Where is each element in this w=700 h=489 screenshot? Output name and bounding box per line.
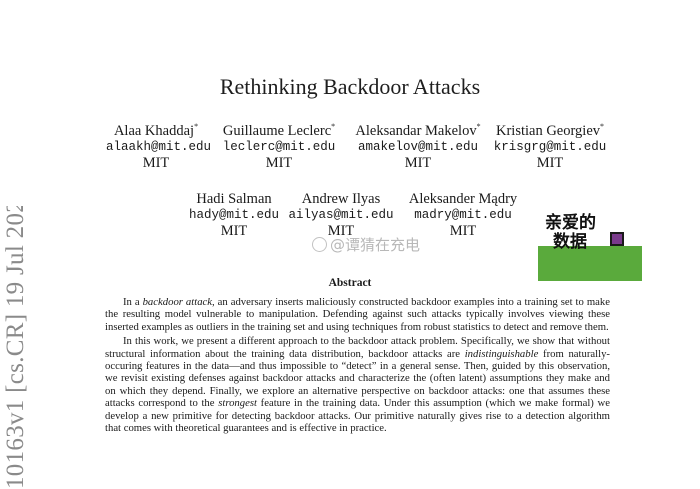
abstract-body: In a backdoor attack, an adversary inser… <box>105 296 610 436</box>
author-email: krisgrg@mit.edu <box>493 140 607 154</box>
author-affiliation: MIT <box>327 223 355 239</box>
author-salman: Hadi Salman hady@mit.edu MIT <box>182 191 286 240</box>
author-georgiev: Kristian Georgiev* krisgrg@mit.edu MIT <box>490 123 610 172</box>
abstract-paragraph-1: In a backdoor attack, an adversary inser… <box>105 296 610 333</box>
author-affiliation: MIT <box>536 155 564 171</box>
author-name: Andrew Ilyas <box>301 191 381 207</box>
author-khaddaj: Alaa Khaddaj* alaakh@mit.edu MIT <box>106 122 212 172</box>
author-madry: Aleksander Mądry madry@mit.edu MIT <box>398 191 528 240</box>
author-affiliation: MIT <box>449 223 477 239</box>
sticker-green-block <box>538 246 642 281</box>
author-makelov: Aleksandar Makelov* amakelov@mit.edu MIT <box>350 123 486 172</box>
weibo-logo-icon <box>312 237 327 252</box>
arxiv-identifier: 10163v1 [cs.CR] 19 Jul 2023 <box>0 206 38 489</box>
abstract-paragraph-2: In this work, we present a different app… <box>105 335 610 435</box>
author-email: ailyas@mit.edu <box>288 208 394 222</box>
author-affiliation: MIT <box>265 155 293 171</box>
author-name: Alaa Khaddaj* <box>113 122 199 139</box>
author-email: amakelov@mit.edu <box>357 140 479 154</box>
author-name: Hadi Salman <box>196 191 272 207</box>
sticker-text-line1: 亲爱的 <box>545 213 596 233</box>
sticker-text-line2: 数据 <box>553 232 587 252</box>
author-email: madry@mit.edu <box>414 208 512 222</box>
author-email: leclerc@mit.edu <box>222 140 336 154</box>
arxiv-identifier-text: 10163v1 [cs.CR] 19 Jul 2023 <box>2 206 29 489</box>
cube-icon <box>610 232 624 246</box>
author-name: Aleksandar Makelov* <box>355 122 481 139</box>
author-affiliation: MIT <box>404 155 432 171</box>
abstract-heading: Abstract <box>328 277 372 289</box>
author-email: hady@mit.edu <box>188 208 279 222</box>
author-name: Guillaume Leclerc* <box>222 122 336 139</box>
sticker-overlay: 亲爱的 数据 <box>536 206 642 281</box>
paper-title: Rethinking Backdoor Attacks <box>219 74 481 99</box>
author-ilyas: Andrew Ilyas ailyas@mit.edu MIT <box>288 191 394 240</box>
author-email: alaakh@mit.edu <box>106 140 212 154</box>
author-affiliation: MIT <box>220 223 248 239</box>
weibo-watermark: @谭猜在充电 <box>312 234 420 255</box>
author-leclerc: Guillaume Leclerc* leclerc@mit.edu MIT <box>216 123 342 172</box>
watermark-text: @谭猜在充电 <box>330 236 421 254</box>
author-name: Kristian Georgiev* <box>495 122 605 139</box>
author-affiliation: MIT <box>142 155 170 171</box>
author-name: Aleksander Mądry <box>408 191 518 207</box>
